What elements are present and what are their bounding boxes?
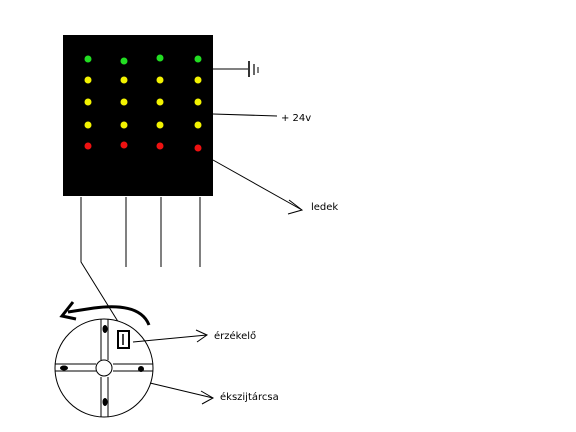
led-yellow: [194, 121, 202, 129]
voltage-label: + 24v: [281, 113, 311, 124]
disc-pointer-arrow: [149, 382, 215, 405]
led-yellow: [84, 76, 92, 84]
led-green: [194, 55, 202, 63]
pulley-marker: [60, 365, 68, 371]
pulley-marker: [138, 366, 144, 372]
led-yellow: [156, 76, 164, 84]
led-red: [120, 141, 128, 149]
rotation-arrow-icon: [59, 301, 151, 326]
led-yellow: [120, 98, 128, 106]
led-red: [194, 144, 202, 152]
led-yellow: [156, 121, 164, 129]
sensor-pointer-arrow: [132, 329, 209, 343]
led-red: [156, 142, 164, 150]
sensor-label: érzékelő: [214, 330, 256, 342]
leds-label: ledek: [311, 202, 338, 213]
pulley-marker: [102, 325, 108, 333]
led-yellow: [84, 121, 92, 129]
pulley-hub: [95, 359, 113, 377]
led-yellow: [194, 98, 202, 106]
sensor: [117, 330, 130, 349]
ground-connection: [213, 61, 259, 77]
led-yellow: [194, 76, 202, 84]
led-yellow: [84, 98, 92, 106]
led-green: [120, 57, 128, 65]
pulley-disc: [54, 318, 154, 418]
led-green: [84, 55, 92, 63]
power-line: [212, 113, 278, 117]
disc-label: ékszijtárcsa: [220, 391, 279, 403]
pulley-marker: [102, 398, 108, 406]
led-yellow: [120, 121, 128, 129]
led-green: [156, 54, 164, 62]
ground-symbol-icon: [248, 61, 259, 77]
led-grid: [84, 54, 202, 152]
led-red: [84, 142, 92, 150]
leds-pointer-arrow: [212, 159, 304, 215]
led-yellow: [156, 98, 164, 106]
led-yellow: [120, 76, 128, 84]
